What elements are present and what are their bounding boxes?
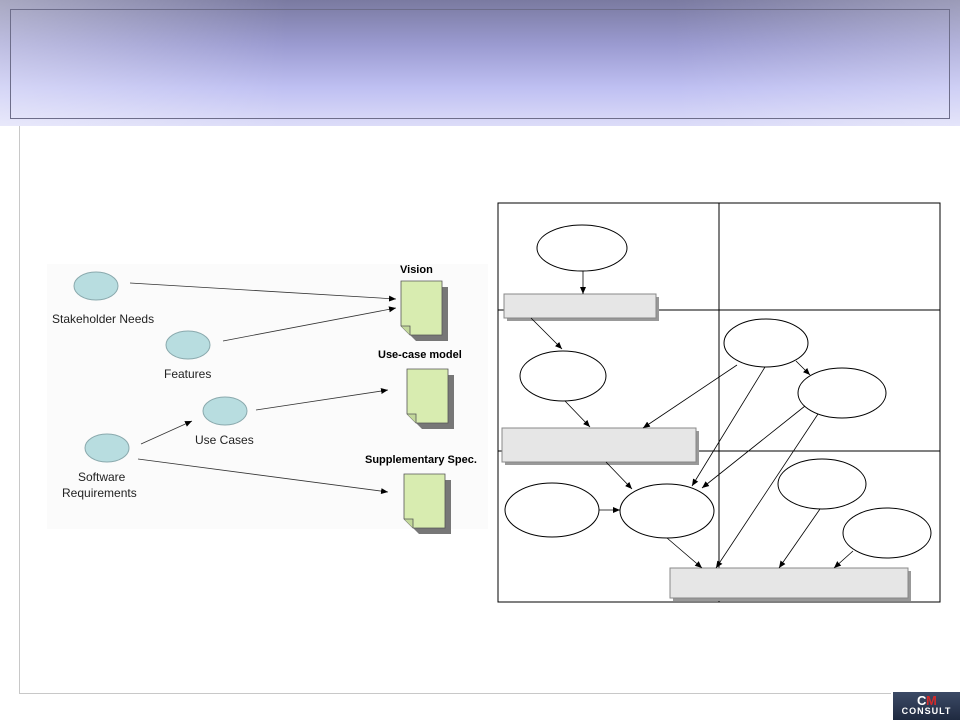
slide-frame-bottom-border [19,693,891,694]
flow-node-6 [619,483,715,539]
logo-letter-c: C [917,693,927,708]
logo-letter-m: M [926,693,937,708]
requirements-to-supplementary-arrow [137,458,389,495]
use-cases-label: Use Cases [195,433,254,447]
vision-label: Vision [400,264,433,276]
software-requirements-node [84,433,130,463]
features-node [165,330,211,360]
flow-bar-1 [503,293,659,321]
cm-consult-logo: C M CONSULT [893,692,960,720]
use-case-model-document-icon [406,368,454,429]
supplementary-spec-document-icon [403,473,451,534]
features-label: Features [164,367,212,381]
header-band [0,0,960,126]
flow-node-7 [777,458,867,510]
flow-node-1 [536,224,628,272]
software-requirements-label-line2: Requirements [62,486,137,500]
vision-document-icon [400,280,448,341]
stakeholder-needs-node [73,271,119,301]
stakeholder-needs-label: Stakeholder Needs [52,312,155,326]
logo-word: CONSULT [901,706,952,716]
arrow-bar1-to-node2 [530,317,563,350]
use-case-model-label: Use-case model [378,349,462,361]
usecases-to-model-arrow [255,388,389,411]
flow-node-8 [842,507,932,559]
flow-node-4 [797,367,887,419]
software-requirements-label-line1: Software [78,470,126,484]
slide-frame-left-border [19,126,20,694]
arrow-bar2-to-node6 [605,461,633,490]
needs-to-vision-arrow [129,282,397,302]
flow-node-3 [723,318,809,368]
arrow-node3-to-node6 [691,366,766,487]
arrow-node8-to-bar3 [833,550,854,569]
flow-bar-2 [501,427,699,465]
supplementary-spec-label: Supplementary Spec. [365,454,477,466]
arrow-node3-to-bar2 [642,364,738,429]
arrow-node4-to-node6 [701,405,806,489]
header-frame [10,9,950,119]
requirements-to-usecases-arrow [140,420,193,445]
use-cases-node [202,396,248,426]
arrow-node4-to-bar3 [715,413,819,569]
flow-bar-3 [669,567,911,601]
arrow-node7-to-bar3 [778,508,821,569]
flow-node-2 [519,350,607,402]
flow-node-5 [504,482,600,538]
arrow-node6-to-bar3 [666,537,703,569]
features-to-vision-arrow [222,306,397,342]
arrow-node3-to-node4 [795,360,811,376]
arrow-node2-to-bar2 [564,400,591,428]
